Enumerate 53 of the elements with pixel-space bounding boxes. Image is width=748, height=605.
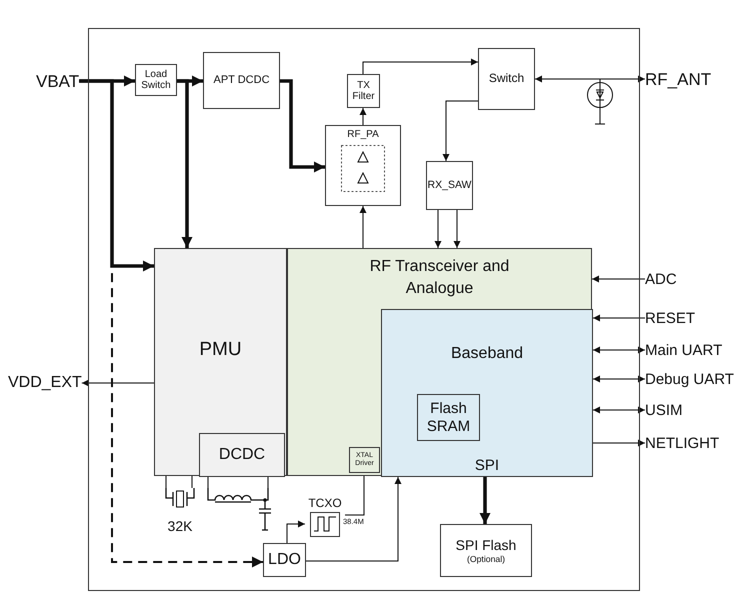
arrow [534, 76, 646, 82]
arrow [592, 440, 646, 446]
interface-label: SPI [474, 456, 500, 476]
block-title: RF_PA [347, 129, 379, 140]
pin-label: Main UART [645, 340, 722, 360]
arrow [592, 314, 646, 322]
block-box: DCDC [199, 433, 285, 477]
pin-label: Debug UART [645, 369, 734, 389]
pin-label: RF_ANT [645, 68, 712, 90]
block-box: Switch [478, 48, 535, 110]
transceiver-block [287, 248, 592, 476]
arrow [454, 210, 460, 248]
block-title: SPI Flash [456, 537, 516, 554]
block-box: TX Filter [347, 74, 380, 108]
crystal-label: 32K [166, 518, 194, 534]
arrow [480, 477, 490, 524]
baseband-block [381, 309, 593, 477]
pin-label: USIM [645, 400, 682, 420]
arrow [360, 206, 366, 248]
pin-label: NETLIGHT [645, 433, 720, 453]
arrow [592, 346, 646, 354]
esd-diode-drawing [586, 82, 614, 127]
arrow [286, 520, 306, 544]
arrow [362, 58, 478, 74]
arrow [592, 376, 646, 382]
arrow [280, 79, 325, 172]
arrow [81, 380, 154, 386]
block-box: Load Switch [135, 64, 177, 96]
arrow [592, 276, 646, 282]
arrow [360, 108, 366, 126]
pin-label: RESET [645, 308, 696, 328]
block-box [440, 524, 532, 577]
block-box: Flash SRAM [417, 394, 480, 441]
block-title: PMU [198, 338, 243, 362]
pin-label: VBAT [36, 70, 80, 92]
block-box: LDO [263, 543, 306, 577]
block-title: TCXO [307, 497, 343, 509]
pmu-block [154, 248, 287, 476]
arrow [79, 79, 154, 272]
note-text: (Optional) [466, 554, 506, 564]
arrow [442, 100, 478, 162]
pin-label: VDD_EXT [8, 373, 82, 393]
arrow [79, 80, 263, 568]
arrow [177, 79, 192, 248]
pin-label: ADC [645, 269, 677, 289]
block-box: RX_SAW [426, 161, 473, 210]
block-title: RF Transceiver and Analogue [368, 257, 510, 299]
arrow [306, 476, 402, 562]
block-title: Baseband [450, 344, 524, 364]
arrow [592, 406, 646, 414]
arrow [434, 210, 442, 248]
amplifier-block [325, 125, 401, 206]
block-box: APT DCDC [203, 52, 280, 109]
